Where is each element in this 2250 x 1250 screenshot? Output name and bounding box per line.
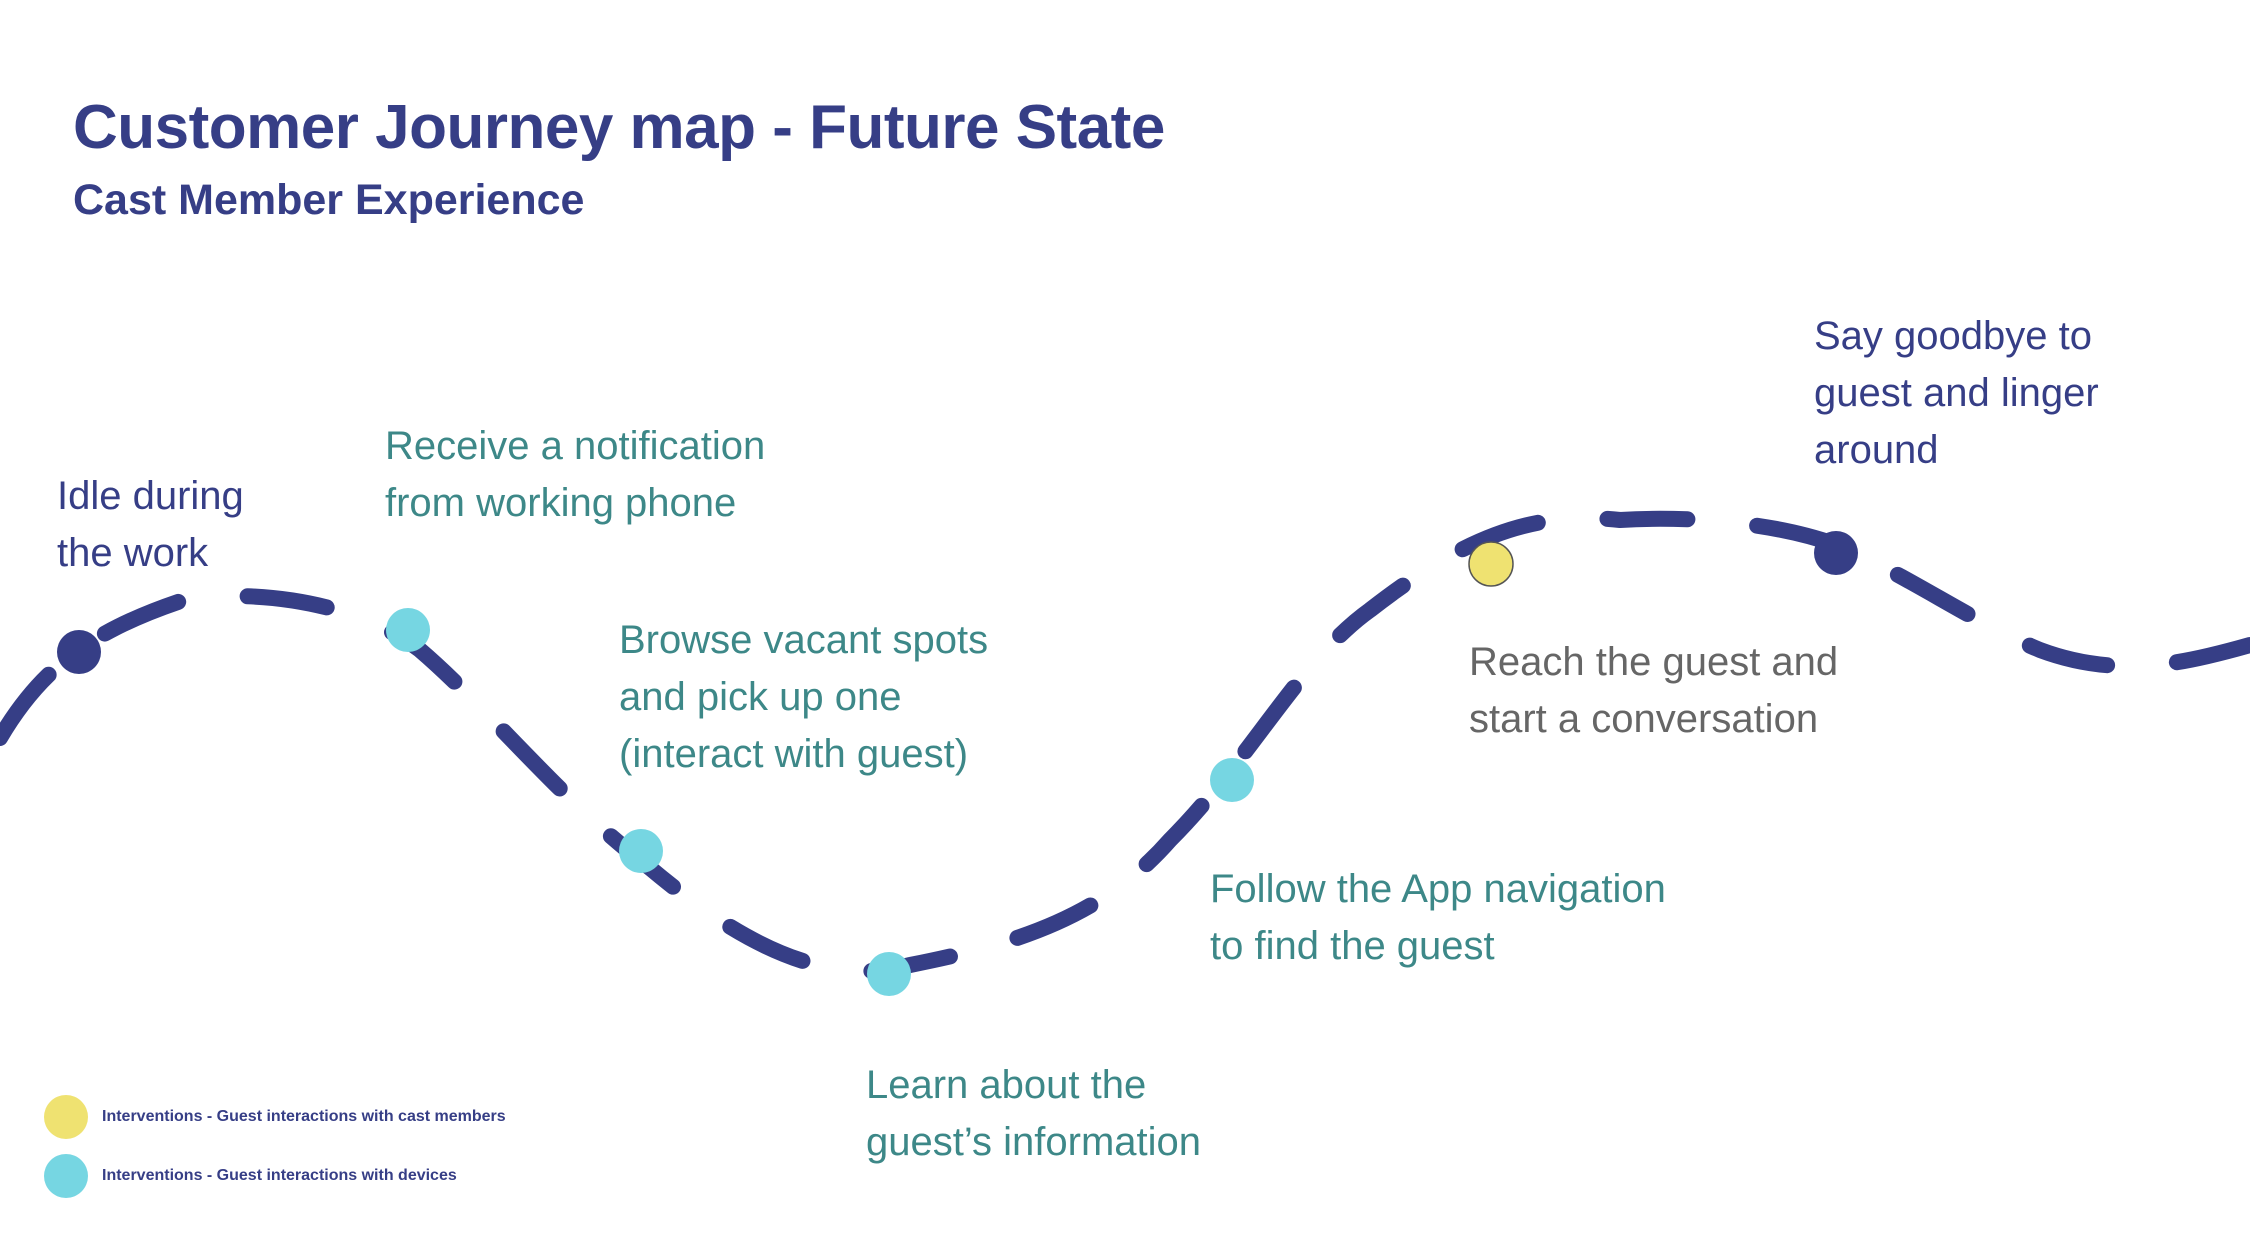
stage-label-learn: Learn about the guest’s information — [866, 1063, 1201, 1164]
legend-label-devices: Interventions - Guest interactions with … — [102, 1167, 457, 1184]
legend-cast-interventions: Interventions - Guest interactions with … — [44, 1095, 506, 1139]
page-subtitle: Cast Member Experience — [73, 176, 585, 224]
legend-label-cast: Interventions - Guest interactions with … — [102, 1108, 506, 1125]
legend-cyan-dot — [44, 1154, 88, 1198]
stage-label-notification: Receive a notification from working phon… — [385, 424, 766, 525]
journey-path — [0, 510, 2250, 980]
legend-yellow-dot — [44, 1095, 88, 1139]
stage-marker-idle — [57, 630, 101, 674]
stage-label-browse: Browse vacant spots and pick up one (int… — [619, 618, 989, 776]
stage-marker-browse — [619, 829, 663, 873]
legend-device-interventions: Interventions - Guest interactions with … — [44, 1154, 457, 1198]
stage-label-reach: Reach the guest and start a conversation — [1469, 640, 1839, 741]
stage-label-idle: Idle during the work — [57, 474, 244, 575]
stage-marker-learn — [867, 952, 911, 996]
stage-label-goodbye: Say goodbye to guest and linger around — [1814, 314, 2099, 472]
stage-marker-follow — [1210, 758, 1254, 802]
stage-marker-notification — [386, 608, 430, 652]
stage-label-follow: Follow the App navigation to find the gu… — [1210, 867, 1666, 968]
stage-marker-goodbye — [1814, 531, 1858, 575]
page-title: Customer Journey map - Future State — [73, 93, 1165, 162]
stage-marker-reach — [1468, 541, 1514, 587]
